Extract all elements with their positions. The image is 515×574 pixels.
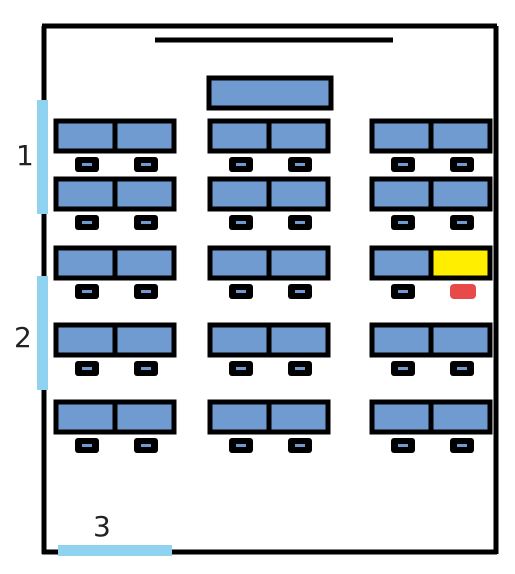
seat-marker [295,290,305,293]
seat-marker [236,163,246,166]
desk [207,118,272,154]
desk [207,399,272,435]
desk [112,176,177,212]
seat-marker [398,163,408,166]
desk [112,399,177,435]
desk [428,118,493,154]
desk [53,176,118,212]
door-2-label: 2 [14,321,32,354]
teacher-desk [206,75,334,111]
seat-marker [295,221,305,224]
desk [53,322,118,358]
seat-marker [236,221,246,224]
seat-marker [82,163,92,166]
student-desks [53,118,493,453]
desk [112,245,177,281]
desk [369,399,434,435]
desk [428,322,493,358]
seat-marker [82,221,92,224]
door-3-label: 3 [93,510,111,543]
door-1-label: 1 [16,139,34,172]
desk [53,245,118,281]
desk [207,176,272,212]
desk [266,176,331,212]
desk [266,399,331,435]
seat-marker [141,163,151,166]
desk [207,322,272,358]
desk [266,118,331,154]
desk-highlighted [428,245,493,281]
seat-marker [398,367,408,370]
desk [369,245,434,281]
desk [112,322,177,358]
seat-marker [398,290,408,293]
desk [266,322,331,358]
seat-marker [295,444,305,447]
seat-marker [236,367,246,370]
seat-marker [141,367,151,370]
seat-marker [236,444,246,447]
seat-marker [398,444,408,447]
desk [369,176,434,212]
seat-marker [236,290,246,293]
seat-marker [398,221,408,224]
seat-marker [82,290,92,293]
desk [207,245,272,281]
desk [428,176,493,212]
desk [369,118,434,154]
seat-marker [457,367,467,370]
desk [266,245,331,281]
door-2 [37,276,48,390]
seat-marker [141,290,151,293]
desk [428,399,493,435]
door-1 [37,100,48,214]
desk [53,399,118,435]
desk [112,118,177,154]
seat-marker [457,163,467,166]
door-3 [58,545,172,556]
seat-marker [82,444,92,447]
seat-marker [82,367,92,370]
seat-marker [141,444,151,447]
seat-marker [295,163,305,166]
desk [369,322,434,358]
desk [53,118,118,154]
seat-marker [141,221,151,224]
seat-highlighted [450,284,476,299]
seat-marker [457,444,467,447]
seat-marker [457,221,467,224]
seat-marker [295,367,305,370]
